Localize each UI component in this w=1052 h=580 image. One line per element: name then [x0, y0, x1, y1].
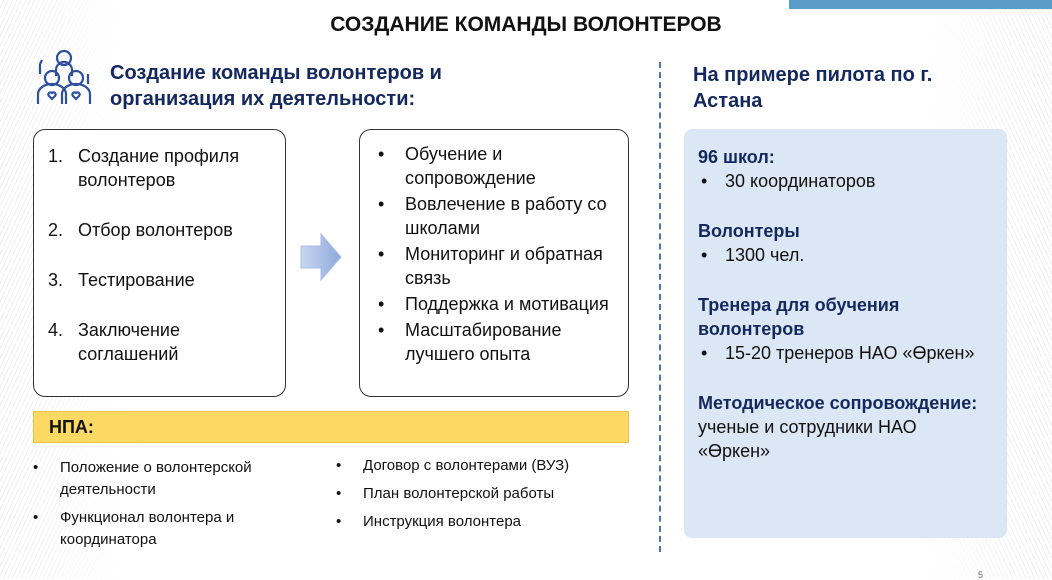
pilot-title: На примере пилота по г. Астана	[693, 62, 932, 114]
activity-text: Поддержка и мотивация	[405, 294, 609, 314]
dashed-divider	[659, 62, 661, 552]
step-text: Отбор волонтеров	[78, 220, 233, 240]
volunteers-item: •1300 чел.	[701, 245, 805, 265]
activities-box: •Обучение и сопровождение •Вовлечение в …	[359, 129, 629, 397]
step-item: 2.Отбор волонтеров	[48, 220, 233, 240]
step-text: Тестирование	[78, 270, 195, 290]
item-text: 15-20 тренеров НАО «Өркен»	[725, 343, 975, 363]
method-text: ученые и сотрудники НАО «Өркен»	[698, 417, 917, 461]
npa-list-right: •Договор с волонтерами (ВУЗ) •План волон…	[336, 455, 636, 539]
top-accent-bar	[789, 0, 1052, 9]
trainers-item: •15-20 тренеров НАО «Өркен»	[701, 343, 975, 363]
step-item: 4.Заключение соглашений	[48, 318, 275, 366]
item-text: 30 координаторов	[725, 171, 876, 191]
npa-item: •Положение о волонтерской деятельности	[33, 457, 323, 501]
activity-text: Вовлечение в работу со школами	[405, 194, 607, 238]
npa-text: Договор с волонтерами (ВУЗ)	[363, 457, 570, 474]
volunteers-group-icon	[36, 49, 92, 104]
step-item: 3.Тестирование	[48, 270, 195, 290]
subtitle-line: Создание команды волонтеров и	[110, 62, 442, 84]
npa-header: НПА:	[33, 411, 629, 443]
step-item: 1.Создание профиля волонтеров	[48, 144, 275, 192]
activity-text: Мониторинг и обратная связь	[405, 244, 603, 288]
slide-title: СОЗДАНИЕ КОМАНДЫ ВОЛОНТЕРОВ	[330, 13, 722, 36]
subtitle-line: организация их деятельности:	[110, 88, 416, 110]
item-text: 1300 чел.	[725, 245, 805, 265]
step-text: Создание профиля волонтеров	[78, 146, 240, 190]
activity-text: Обучение и сопровождение	[405, 144, 536, 188]
npa-item: •Инструкция волонтера	[336, 511, 636, 533]
schools-heading: 96 школ:	[698, 147, 775, 167]
npa-text: Инструкция волонтера	[363, 513, 522, 530]
pilot-title-line: На примере пилота по г.	[693, 64, 933, 86]
trainers-heading: Тренера для обучения волонтеров	[698, 295, 900, 339]
npa-item: •Договор с волонтерами (ВУЗ)	[336, 455, 636, 477]
activity-item: •Мониторинг и обратная связь	[378, 242, 620, 290]
npa-item: •Функционал волонтера и координатора	[33, 507, 323, 551]
activity-item: •Вовлечение в работу со школами	[378, 192, 620, 240]
npa-text: Положение о волонтерской деятельности	[60, 459, 252, 498]
activity-text: Масштабирование лучшего опыта	[405, 320, 562, 364]
section-subtitle: Создание команды волонтеров и организаци…	[110, 60, 442, 112]
schools-item: •30 координаторов	[701, 171, 876, 191]
npa-list-left: •Положение о волонтерской деятельности •…	[33, 457, 323, 557]
npa-item: •План волонтерской работы	[336, 483, 636, 505]
activity-item: •Поддержка и мотивация	[378, 294, 609, 314]
method-heading: Методическое сопровождение:	[698, 393, 978, 413]
activity-item: •Обучение и сопровождение	[378, 142, 620, 190]
steps-box: 1.Создание профиля волонтеров 2.Отбор во…	[33, 129, 286, 397]
pilot-title-line: Астана	[693, 90, 763, 112]
method-paragraph: Методическое сопровождение: ученые и сот…	[698, 391, 993, 463]
npa-text: План волонтерской работы	[363, 485, 555, 502]
volunteers-heading: Волонтеры	[698, 221, 800, 241]
activity-item: •Масштабирование лучшего опыта	[378, 318, 620, 366]
pilot-panel: 96 школ: •30 координаторов Волонтеры •13…	[684, 129, 1007, 538]
arrow-right-icon	[300, 232, 342, 282]
step-text: Заключение соглашений	[78, 320, 180, 364]
npa-text: Функционал волонтера и координатора	[60, 509, 235, 548]
page-number: 5	[978, 570, 984, 580]
